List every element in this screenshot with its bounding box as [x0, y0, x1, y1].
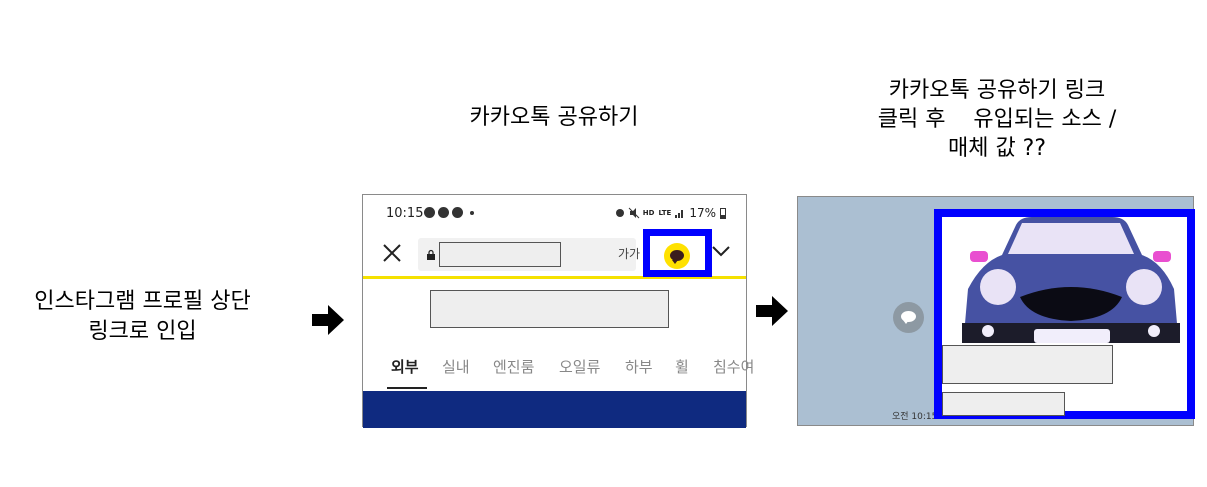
step3-title-line1: 카카오톡 공유하기 링크 — [888, 78, 1106, 103]
right-arrow-icon — [756, 296, 788, 326]
phone-footer-bar — [363, 391, 746, 428]
right-arrow-icon — [312, 305, 344, 335]
signal-icon — [675, 210, 684, 218]
alarm-icon — [615, 209, 624, 217]
lte-icon: LTE — [658, 209, 672, 217]
battery-percent: 17% — [689, 206, 716, 220]
noodle-icon — [452, 207, 463, 218]
hd-icon: HD — [642, 209, 655, 217]
status-time: 10:15 — [386, 206, 424, 221]
chat-timestamp: 오전 10:15 — [892, 412, 938, 422]
browser-top-bar: 가가 — [363, 229, 746, 279]
status-right-icons: HD LTE 17% — [615, 206, 726, 220]
step1-label: 인스타그램 프로필 상단 링크로 인입 — [0, 287, 285, 347]
dot-icon — [470, 210, 474, 215]
category-tabs: 외부 실내 엔진룸 오일류 하부 휠 침수여 — [363, 352, 754, 392]
tab-wheel[interactable]: 휠 — [675, 358, 689, 376]
battery-icon — [720, 207, 726, 219]
active-tab-indicator — [387, 387, 427, 389]
mute-icon — [628, 207, 640, 219]
flow-arrow-2 — [756, 296, 788, 326]
card-desc-masked — [942, 392, 1065, 416]
close-icon[interactable] — [379, 240, 405, 266]
chevron-down-icon[interactable] — [711, 243, 731, 259]
tab-interior[interactable]: 실내 — [442, 358, 470, 376]
facebook-icon — [438, 207, 449, 218]
step3-title-line2: 클릭 후 유입되는 소스 / — [877, 107, 1117, 132]
card-title-masked — [942, 345, 1113, 384]
lock-icon — [427, 249, 435, 260]
shared-link-card[interactable] — [934, 209, 1195, 419]
tab-engine-room[interactable]: 엔진룸 — [493, 358, 535, 376]
tab-oils[interactable]: 오일류 — [559, 358, 601, 376]
kakao-share-button[interactable] — [643, 229, 712, 277]
step3-title-line3: 매체 값 ?? — [947, 136, 1047, 161]
tab-exterior[interactable]: 외부 — [391, 358, 419, 376]
status-app-icons — [424, 207, 474, 218]
tab-underbody[interactable]: 하부 — [625, 358, 653, 376]
phone-screenshot: 10:15 HD LTE 17% 가가 — [362, 194, 754, 428]
step3-title: 카카오톡 공유하기 링크 클릭 후 유입되는 소스 / 매체 값 ?? — [800, 76, 1194, 163]
flow-arrow-1 — [312, 305, 344, 335]
font-size-button[interactable]: 가가 — [618, 247, 641, 261]
url-field-masked — [439, 242, 561, 267]
talk-icon — [424, 207, 435, 218]
step1-label-line2: 링크로 인입 — [88, 319, 197, 344]
step2-title: 카카오톡 공유하기 — [469, 105, 639, 130]
url-bar[interactable] — [418, 238, 636, 271]
tab-flood[interactable]: 침수여 — [713, 358, 755, 376]
kakaotalk-chat-screenshot: 오전 10:15 — [797, 196, 1195, 426]
page-content-masked — [430, 290, 669, 328]
step1-label-line1: 인스타그램 프로필 상단 — [34, 289, 251, 314]
status-bar: 10:15 HD LTE 17% — [363, 195, 746, 231]
share-bubble-icon[interactable] — [893, 302, 924, 333]
kakaotalk-icon — [664, 243, 690, 269]
car-illustration — [962, 217, 1180, 343]
